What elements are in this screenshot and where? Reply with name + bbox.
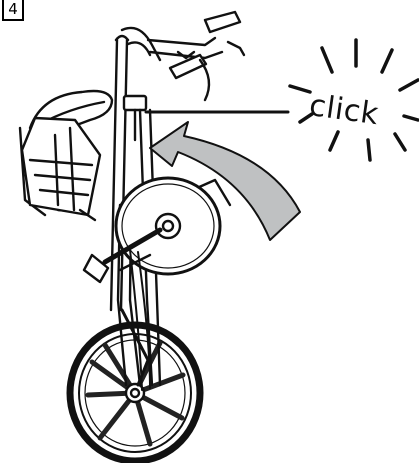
rear-wheel [22, 118, 100, 220]
hinge-clamp [124, 96, 146, 110]
handlebar [122, 12, 244, 100]
left-grip [170, 55, 206, 78]
step-number: 4 [4, 0, 22, 18]
right-grip [205, 12, 240, 32]
bottom-bracket [156, 214, 180, 238]
brake-lever [228, 42, 244, 55]
pedal [84, 255, 108, 282]
step-number-box: 4 [2, 0, 24, 21]
